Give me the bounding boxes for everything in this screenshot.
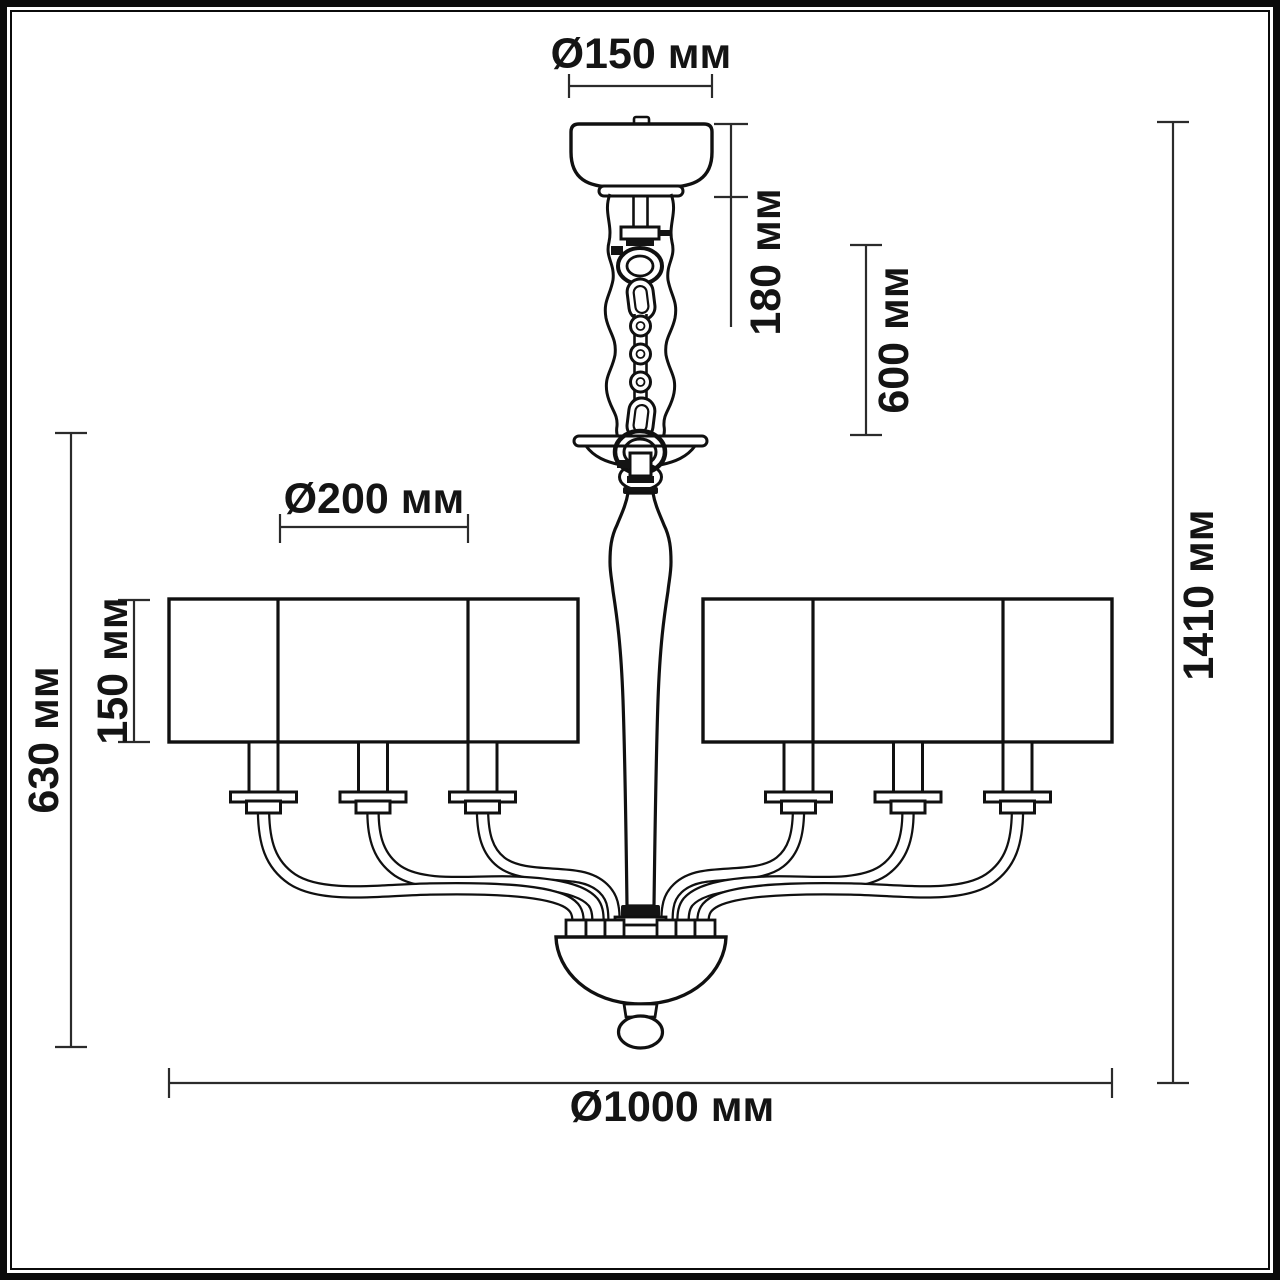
arm-left-inner-core <box>478 811 619 922</box>
candle-collar <box>780 799 817 815</box>
arm-left-middle-core <box>368 811 603 922</box>
dimension-label: 180 мм <box>742 188 790 335</box>
dim-suspension-length: 600 мм <box>850 243 918 437</box>
dimension-label: Ø200 мм <box>284 475 465 523</box>
dim-shade-height: 150 мм <box>89 597 150 745</box>
chain-ring-inner <box>635 377 646 387</box>
wavy-tube-left <box>603 193 620 438</box>
ceiling-canopy <box>569 115 714 198</box>
arm-left-outer-core <box>259 811 583 922</box>
suspension-ring-top-inner <box>625 254 655 278</box>
chain-ring <box>629 370 652 394</box>
arm-socket <box>655 918 678 939</box>
dim-shade-diameter: Ø200 мм <box>278 475 470 543</box>
chain-ring-inner <box>635 349 646 359</box>
candle-sleeve <box>892 740 924 795</box>
candle-sleeve <box>782 740 815 795</box>
dim-canopy-height: 180 мм <box>714 122 790 336</box>
dimension-label: 600 мм <box>870 266 918 413</box>
stem-washer <box>627 476 654 483</box>
chain-ring <box>629 342 652 366</box>
arm-right-outer-core <box>698 811 1022 922</box>
candle-holders <box>229 740 1052 815</box>
candle-holder <box>983 740 1052 815</box>
baluster-column <box>608 491 673 908</box>
wavy-tube-right <box>661 193 678 438</box>
candle-holder <box>229 740 298 815</box>
candle-holder <box>338 740 408 815</box>
canopy-rim <box>597 184 685 198</box>
candle-holder <box>764 740 833 815</box>
carabiner-bottom <box>625 396 657 441</box>
candle-collar <box>889 799 927 815</box>
funnel-right <box>659 445 697 467</box>
hub-assembly <box>554 905 728 1050</box>
hub-collar <box>621 905 660 917</box>
lampshade-block-right <box>701 597 1114 744</box>
dimension-label: Ø1000 мм <box>570 1083 775 1131</box>
candle-sleeve <box>466 740 499 795</box>
arm-right-middle-core <box>678 811 913 922</box>
arms <box>256 811 1025 922</box>
dimension-label: 150 мм <box>89 597 137 744</box>
candle-holder <box>448 740 517 815</box>
suspension <box>603 193 678 441</box>
shade-group-left <box>167 597 580 744</box>
candle-collar <box>464 799 501 815</box>
candle-sleeve <box>247 740 280 795</box>
bottom-bowl <box>554 935 728 1006</box>
arm-socket <box>584 918 607 939</box>
dim-overall-diameter: Ø1000 мм <box>167 1068 1114 1131</box>
top-plate <box>572 434 709 448</box>
hanger-pin <box>659 230 670 236</box>
dimension-label: 1410 мм <box>1175 509 1223 680</box>
carabiner-slot <box>632 284 650 315</box>
lampshade-block-left <box>167 597 580 744</box>
candle-sleeve <box>357 740 389 795</box>
stem-nut <box>628 451 653 478</box>
finial-neck <box>622 1002 659 1019</box>
chain-ring <box>629 314 652 338</box>
shade-group-right <box>701 597 1114 744</box>
arm-right-inner-core <box>662 811 803 922</box>
candle-collar <box>245 799 282 815</box>
arm-socket <box>564 918 588 939</box>
dim-fixture-height: 630 мм <box>20 431 87 1049</box>
stem-pin <box>617 460 630 468</box>
dimension-label: 630 мм <box>20 666 68 813</box>
inner-border <box>10 10 1270 1270</box>
finial-ball <box>616 1014 665 1050</box>
arm-socket <box>674 918 697 939</box>
candle-collar <box>354 799 392 815</box>
hanger-nut <box>619 225 661 241</box>
candle-sleeve <box>1001 740 1034 795</box>
dimension-label: Ø150 мм <box>551 30 732 78</box>
stem-top <box>572 428 709 494</box>
arm-socket <box>603 918 626 939</box>
candle-holder <box>873 740 943 815</box>
hanger-washer <box>626 239 654 246</box>
canopy-dome <box>569 122 714 189</box>
chain-ring-inner <box>635 321 646 331</box>
candle-collar <box>999 799 1036 815</box>
dim-overall-height: 1410 мм <box>1157 120 1223 1085</box>
arm-socket <box>693 918 717 939</box>
dim-canopy-diameter: Ø150 мм <box>551 30 732 98</box>
hanger-bolt <box>611 246 623 255</box>
